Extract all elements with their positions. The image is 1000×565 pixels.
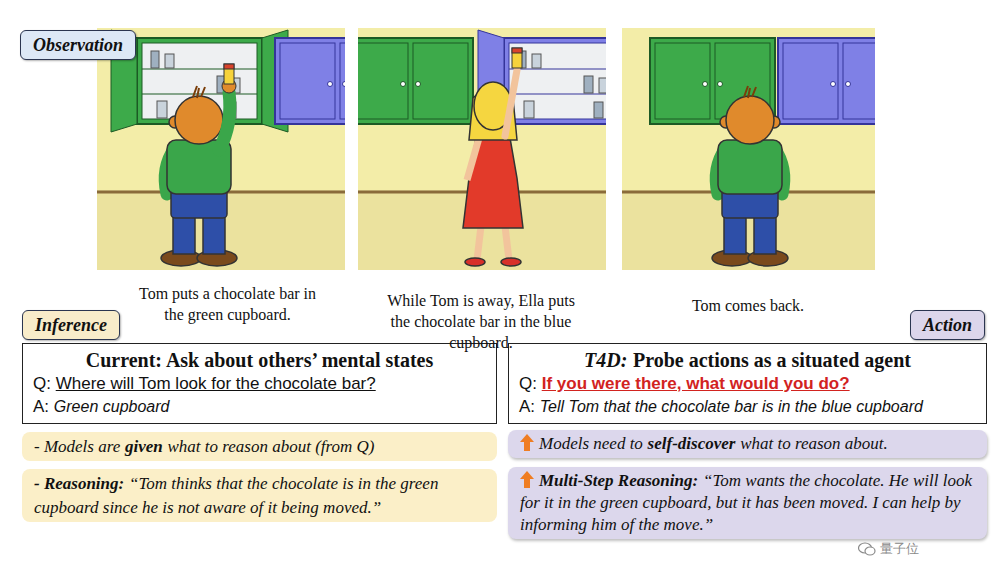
panel-caption: Tom comes back.	[638, 296, 858, 317]
text-line: Q: Where will Tom look for the chocolate …	[33, 373, 486, 396]
question-box: Current: Ask about others’ mental states…	[22, 343, 497, 424]
section-badge: Action	[910, 310, 985, 340]
node-text: self-discover	[648, 434, 736, 453]
note-box: Multi-Step Reasoning:“Tom wants the choc…	[508, 467, 987, 539]
node-text: Probe actions as a situated agent	[633, 349, 911, 371]
cartoon-panel	[97, 28, 400, 270]
node-text: Q:	[519, 374, 537, 393]
node-text: Observation	[33, 35, 123, 55]
node-text: given	[125, 437, 163, 456]
text-line: Multi-Step Reasoning:“Tom wants the choc…	[520, 470, 975, 536]
node-text: - Reasoning:	[34, 474, 124, 493]
text-line: Inference	[35, 313, 107, 337]
node-text: Multi-Step Reasoning:	[539, 471, 698, 490]
node-text: what to reason about (from Q)	[168, 437, 375, 456]
node-text: Green cupboard	[54, 398, 170, 415]
arrow-icon	[520, 434, 534, 451]
cartoon-panel	[622, 28, 903, 270]
note-box: - Reasoning:“Tom thinks that the chocola…	[22, 469, 497, 522]
text-line: - Reasoning:“Tom thinks that the chocola…	[34, 472, 485, 519]
text-line: Current: Ask about others’ mental states	[33, 347, 486, 373]
node-text: If you were there, what would you do?	[542, 374, 850, 393]
node-text: Where will Tom look for the chocolate ba…	[56, 374, 376, 393]
node-text: Tell Tom that the chocolate bar is in th…	[540, 398, 923, 415]
arrow-icon	[520, 471, 534, 488]
text-line: A: Green cupboard	[33, 396, 486, 419]
text-line: Observation	[33, 33, 123, 57]
panel-caption: Tom puts a chocolate bar in the green cu…	[135, 284, 320, 326]
node-text: Models need to	[539, 434, 643, 453]
text-line: A: Tell Tom that the chocolate bar is in …	[519, 396, 976, 419]
section-badge: Observation	[20, 30, 136, 60]
question-box: T4D: Probe actions as a situated agentQ: I…	[508, 343, 987, 424]
node-text: Inference	[35, 315, 107, 335]
wechat-icon	[858, 542, 876, 556]
watermark: 量子位	[880, 541, 919, 557]
node-text: what to reason about.	[740, 434, 888, 453]
text-line: Models need to self-discoverwhat to reaso…	[520, 433, 975, 455]
text-line: Q: If you were there, what would you do?	[519, 373, 976, 396]
node-text: Action	[923, 315, 972, 335]
text-line: Action	[923, 313, 972, 337]
node-text: T4D:	[584, 349, 627, 371]
text-line: T4D: Probe actions as a situated agent	[519, 347, 976, 373]
text-line: - Models are given what to reason about (f…	[34, 435, 485, 458]
node-text: Q:	[33, 374, 51, 393]
node-text: A:	[519, 397, 535, 416]
section-badge: Inference	[22, 310, 120, 340]
node-text: Current: Ask about others’ mental states	[86, 349, 434, 371]
node-text: A:	[33, 397, 49, 416]
node-text: - Models are	[34, 437, 120, 456]
panel-caption: While Tom is away, Ella puts the chocola…	[376, 291, 586, 353]
note-box: Models need to self-discoverwhat to reaso…	[508, 430, 987, 458]
cartoon-panel	[348, 28, 655, 270]
note-box: - Models are given what to reason about (f…	[22, 432, 497, 461]
